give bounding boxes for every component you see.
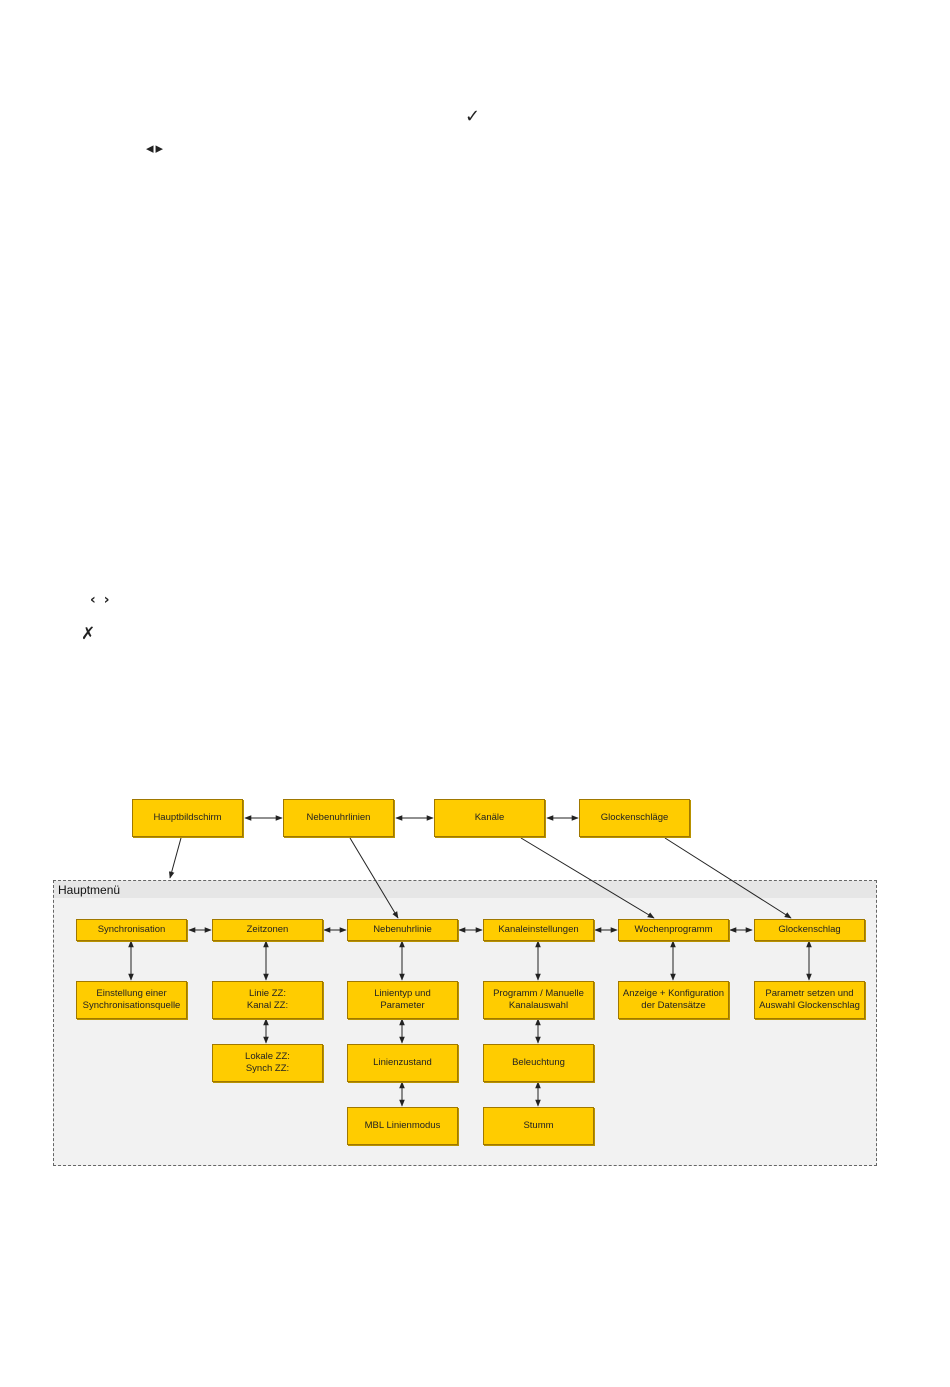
nebenuhrlinien-label: Nebenuhrlinien xyxy=(306,812,371,823)
cancel-icon: ✗ xyxy=(81,624,96,644)
nebenuhrlinie-box: Nebenuhrlinie xyxy=(347,919,458,941)
anzeige-konfiguration-box: Anzeige + Konfiguration der Datensätze xyxy=(618,981,729,1019)
lokale-zz-label: Lokale ZZ: Synch ZZ: xyxy=(245,1051,290,1074)
left-right-arrows-icon-2: ‹› xyxy=(90,592,118,608)
zeitzonen-box: Zeitzonen xyxy=(212,919,323,941)
hauptbildschirm-box: Hauptbildschirm xyxy=(132,799,243,837)
kanaleinstellungen-label: Kanaleinstellungen xyxy=(498,924,579,935)
linie-zz-box: Linie ZZ: Kanal ZZ: xyxy=(212,981,323,1019)
kanaele-label: Kanäle xyxy=(474,812,505,823)
anzeige-konfiguration-label: Anzeige + Konfiguration der Datensätze xyxy=(622,988,725,1011)
hauptmenue-title-bar: Hauptmenü xyxy=(54,881,876,898)
kanaleinstellungen-box: Kanaleinstellungen xyxy=(483,919,594,941)
arrow-nebenuhrlinien-nebenuhrlinie xyxy=(349,837,399,919)
linie-zz-label: Linie ZZ: Kanal ZZ: xyxy=(246,988,289,1011)
glockenschlaege-box: Glockenschläge xyxy=(579,799,690,837)
stumm-label: Stumm xyxy=(523,1120,554,1131)
glockenschlag-box: Glockenschlag xyxy=(754,919,865,941)
programm-kanalauswahl-label: Programm / Manuelle Kanalauswahl xyxy=(493,988,584,1011)
linientyp-label: Linientyp und Parameter xyxy=(374,988,431,1011)
hauptbildschirm-label: Hauptbildschirm xyxy=(153,812,222,823)
synchronisationsquelle-box: Einstellung einer Synchronisationsquelle xyxy=(76,981,187,1019)
mbl-linienmodus-box: MBL Linienmodus xyxy=(347,1107,458,1145)
programm-kanalauswahl-box: Programm / Manuelle Kanalauswahl xyxy=(483,981,594,1019)
nebenuhrlinien-box: Nebenuhrlinien xyxy=(283,799,394,837)
arrow-hauptbildschirm-menu xyxy=(168,837,182,879)
mbl-linienmodus-label: MBL Linienmodus xyxy=(364,1120,441,1131)
synchronisationsquelle-label: Einstellung einer Synchronisationsquelle xyxy=(82,988,181,1011)
arrow-glockenschlaege-glockenschlag xyxy=(664,837,792,919)
beleuchtung-label: Beleuchtung xyxy=(512,1057,565,1068)
arrow-kanaele-wochenprogramm xyxy=(520,837,655,919)
wochenprogramm-label: Wochenprogramm xyxy=(634,924,713,935)
linienzustand-box: Linienzustand xyxy=(347,1044,458,1082)
synchronisation-label: Synchronisation xyxy=(97,924,166,935)
left-right-arrows-icon: ◂▸ xyxy=(146,139,166,157)
kanaele-box: Kanäle xyxy=(434,799,545,837)
glockenschlaege-label: Glockenschläge xyxy=(600,812,669,823)
wochenprogramm-box: Wochenprogramm xyxy=(618,919,729,941)
parametr-glockenschlag-box: Parametr setzen und Auswahl Glockenschla… xyxy=(754,981,865,1019)
parametr-glockenschlag-label: Parametr setzen und Auswahl Glockenschla… xyxy=(759,988,860,1011)
synchronisation-box: Synchronisation xyxy=(76,919,187,941)
stumm-box: Stumm xyxy=(483,1107,594,1145)
nebenuhrlinie-label: Nebenuhrlinie xyxy=(373,924,432,935)
lokale-zz-box: Lokale ZZ: Synch ZZ: xyxy=(212,1044,323,1082)
zeitzonen-label: Zeitzonen xyxy=(246,924,289,935)
linienzustand-label: Linienzustand xyxy=(373,1057,432,1068)
glockenschlag-label: Glockenschlag xyxy=(778,924,841,935)
beleuchtung-box: Beleuchtung xyxy=(483,1044,594,1082)
checkmark-icon: ✓ xyxy=(465,106,481,127)
linientyp-box: Linientyp und Parameter xyxy=(347,981,458,1019)
hauptmenue-title: Hauptmenü xyxy=(58,883,121,897)
